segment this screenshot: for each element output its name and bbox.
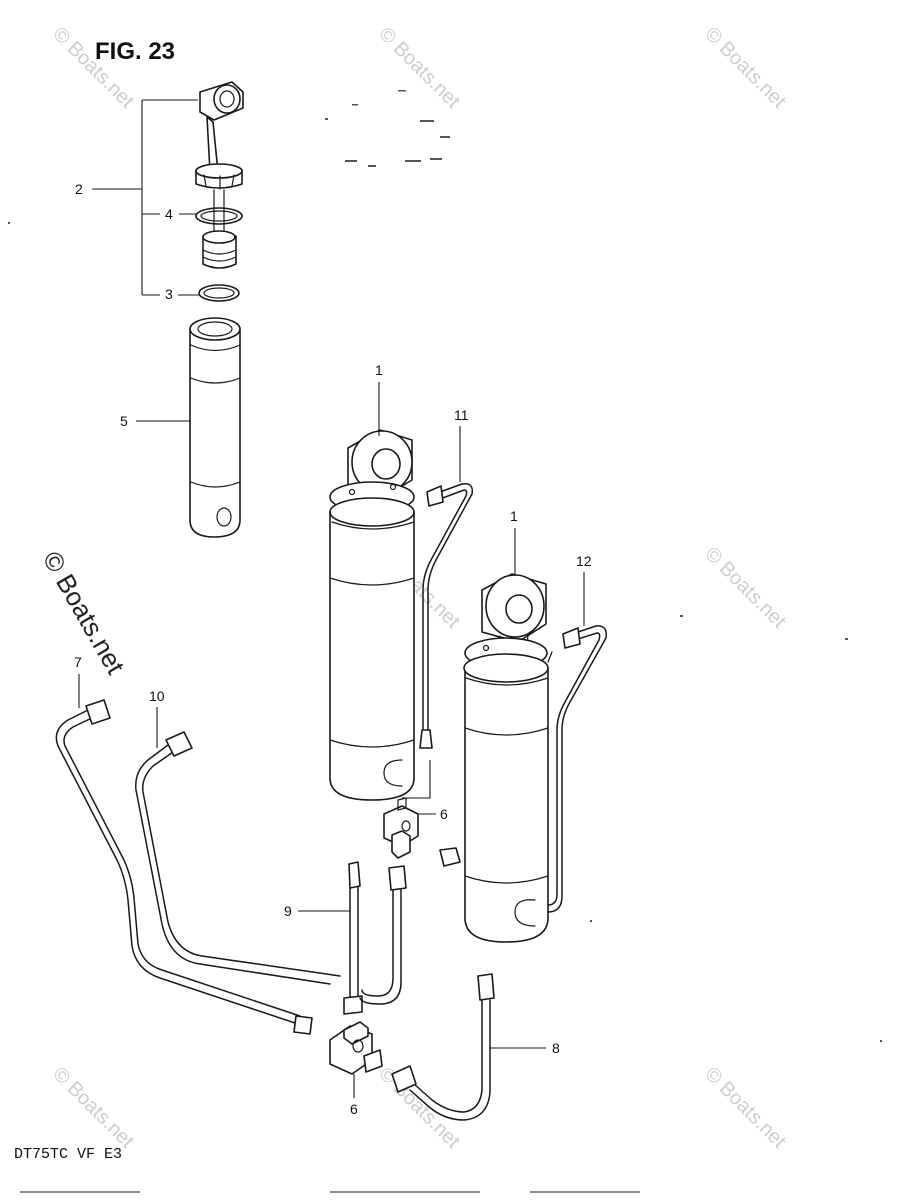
callout-5: 5 [120, 413, 128, 429]
trim-cylinder-right [463, 573, 553, 943]
trim-cylinder-left [329, 429, 415, 801]
callout-8: 8 [552, 1040, 560, 1056]
callout-9: 9 [284, 903, 292, 919]
callout-2: 2 [75, 181, 83, 197]
callout-1-left: 1 [375, 362, 383, 378]
watermark: © Boats.net [374, 1063, 464, 1153]
pipe-8 [391, 973, 495, 1121]
watermark: © Boats.net [48, 23, 138, 113]
pipe-12 [439, 625, 608, 913]
watermark: © Boats.net [700, 1063, 790, 1153]
cylinder-sleeve [189, 317, 241, 538]
callout-7: 7 [74, 654, 82, 670]
callout-12: 12 [576, 553, 592, 569]
callout-6-upper: 6 [440, 806, 448, 822]
pipe-11 [419, 482, 474, 749]
pipe-9 [343, 861, 363, 1015]
rod-assembly [195, 81, 244, 302]
callout-10: 10 [149, 688, 165, 704]
callout-11: 11 [454, 407, 469, 423]
watermark: © Boats.net [700, 543, 790, 633]
model-code: DT75TC VF E3 [14, 1146, 122, 1163]
callouts: 2 4 3 5 1 11 1 12 6 7 10 9 [74, 99, 592, 1117]
callout-1-right: 1 [510, 508, 518, 524]
pipe-10 [135, 731, 407, 1005]
scan-noise [8, 90, 882, 1042]
watermark: © Boats.net [48, 1063, 138, 1153]
tee-joint-upper [383, 797, 419, 859]
watermark-dark: © Boats.net [37, 546, 131, 680]
callout-3: 3 [165, 286, 173, 302]
callout-6-lower: 6 [350, 1101, 358, 1117]
watermark: © Boats.net [374, 23, 464, 113]
callout-4: 4 [165, 206, 173, 222]
pipe-7 [55, 699, 313, 1035]
watermark: © Boats.net [700, 23, 790, 113]
tee-joint-lower [329, 1021, 383, 1075]
figure-title: FIG. 23 [95, 38, 175, 65]
